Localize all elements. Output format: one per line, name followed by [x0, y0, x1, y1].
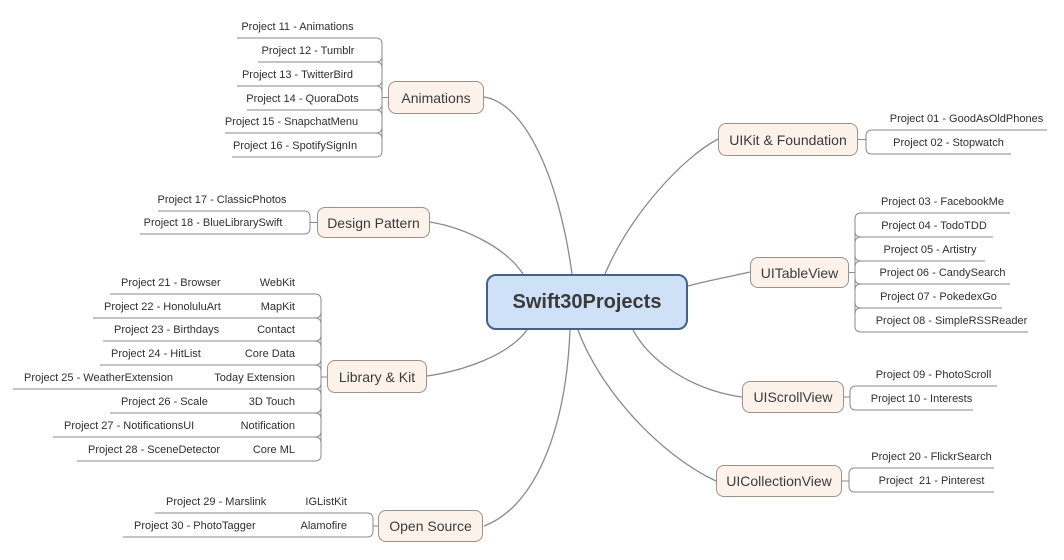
leaf-project-05[interactable]: Project 05 - Artistry [861, 240, 985, 260]
leaf-project-20[interactable]: Project 20 - FlickrSearch [855, 447, 994, 467]
leaf-tag: Core ML [252, 444, 295, 456]
leaf-project-24[interactable]: Project 24 - HitList Core Data [100, 344, 315, 364]
branch-node-design-pattern[interactable]: Design Pattern [317, 207, 430, 238]
bracket-uitableview [849, 212, 1028, 333]
leaf-label: Project 01 - GoodAsOldPhones [889, 113, 1044, 125]
leaf-project-07[interactable]: Project 07 - PokedexGo [861, 287, 1002, 307]
leaf-project-15[interactable]: Project 15 - SnapchatMenu [225, 112, 376, 132]
leaf-project-11[interactable]: Project 11 - Animations [237, 17, 376, 37]
leaf-label: Project 23 - Birthdays [114, 324, 220, 336]
leaf-project-09[interactable]: Project 09 - PhotoScroll [856, 365, 997, 385]
leaf-label: Project 13 - TwitterBird [241, 69, 354, 81]
branch-node-uikit-foundation[interactable]: UIKit & Foundation [718, 123, 858, 156]
leaf-tag: Today Extension [214, 372, 295, 384]
branch-label: Open Source [389, 518, 472, 534]
leaf-project-03[interactable]: Project 03 - FacebookMe [861, 192, 1010, 212]
leaf-project-18[interactable]: Project 18 - BlueLibrarySwift [140, 213, 304, 233]
leaf-label: Project 12 - Tumblr [261, 45, 355, 57]
branch-node-uiscrollview[interactable]: UIScrollView [742, 381, 844, 413]
leaf-label: Project 10 - Interests [870, 393, 973, 405]
bracket-design-pattern [140, 210, 317, 235]
branch-label: UIKit & Foundation [729, 131, 847, 148]
leaf-label: Project 16 - SpotifySignIn [232, 140, 358, 152]
leaf-label: Project 11 - Animations [241, 21, 354, 33]
leaf-label: Project 24 - HitList [111, 348, 201, 360]
leaf-label: Project 14 - QuoraDots [246, 93, 359, 105]
branch-node-animations[interactable]: Animations [388, 81, 484, 114]
central-topic-label: Swift30Projects [512, 290, 662, 313]
branch-label: UIScrollView [753, 389, 833, 405]
branch-label: Design Pattern [327, 214, 420, 231]
leaf-label: Project 29 - Marslink [166, 496, 267, 508]
branch-label: UITableView [760, 264, 839, 281]
leaf-project-23[interactable]: Project 23 - Birthdays Contact [103, 320, 315, 340]
branch-label: Animations [401, 89, 471, 106]
leaf-project-10[interactable]: Project 10 - Interests [856, 389, 973, 409]
leaf-tag: MapKit [260, 301, 295, 313]
leaf-project-17[interactable]: Project 17 - ClassicPhotos [158, 190, 304, 210]
leaf-project-08[interactable]: Project 08 - SimpleRSSReader [861, 311, 1028, 331]
leaf-label: Project 04 - TodoTDD [881, 220, 987, 232]
bracket-open-source [123, 512, 378, 538]
branch-label: UICollectionView [726, 473, 832, 489]
leaf-tag: Core Data [244, 348, 295, 360]
leaf-label: Project 21 - Browser [121, 277, 221, 289]
leaf-project-04[interactable]: Project 04 - TodoTDD [861, 216, 993, 236]
leaf-project-29[interactable]: Project 29 - Marslink IGListKit [155, 492, 367, 512]
center-branch-curves [426, 96, 751, 527]
leaf-project-21-pinterest[interactable]: Project 21 - Pinterest [855, 471, 994, 491]
leaf-project-14[interactable]: Project 14 - QuoraDots [246, 89, 376, 109]
leaf-tag: Alamofire [300, 520, 347, 532]
leaf-label: Project 27 - NotificationsUI [64, 420, 195, 432]
leaf-label: Project 25 - WeatherExtension [24, 372, 173, 384]
leaf-label: Project 22 - HonoluluArt [104, 301, 221, 313]
bracket-uiscrollview [844, 385, 997, 411]
leaf-label: Project 06 - CandySearch [879, 267, 1006, 279]
leaf-label: Project 05 - Artistry [883, 244, 977, 256]
leaf-tag: WebKit [259, 277, 295, 289]
leaf-project-06[interactable]: Project 06 - CandySearch [861, 263, 1010, 283]
leaf-tag: Contact [257, 324, 295, 336]
leaf-label: Project 26 - Scale [121, 396, 208, 408]
leaf-label: Project 03 - FacebookMe [881, 196, 1004, 208]
leaf-project-12[interactable]: Project 12 - Tumblr [258, 41, 376, 61]
leaf-project-25[interactable]: Project 25 - WeatherExtension Today Exten… [13, 368, 315, 388]
branch-node-uicollectionview[interactable]: UICollectionView [716, 465, 842, 497]
leaf-label: Project 08 - SimpleRSSReader [875, 315, 1028, 327]
bracket-animations [225, 37, 388, 158]
leaf-tag: IGListKit [305, 496, 347, 508]
bracket-uicollectionview [842, 467, 994, 493]
branch-label: Library & Kit [338, 368, 416, 385]
leaf-project-01[interactable]: Project 01 - GoodAsOldPhones [872, 109, 1047, 129]
leaf-project-22[interactable]: Project 22 - HonoluluArt MapKit [93, 297, 315, 317]
branch-node-uitableview[interactable]: UITableView [750, 257, 849, 288]
branch-node-open-source[interactable]: Open Source [378, 510, 483, 542]
leaf-tag: 3D Touch [248, 396, 295, 408]
bracket-uikit-foundation [858, 129, 1047, 155]
leaf-label: Project 09 - PhotoScroll [875, 369, 992, 381]
central-topic-node[interactable]: Swift30Projects [486, 274, 688, 330]
leaf-project-30[interactable]: Project 30 - PhotoTagger Alamofire [123, 516, 367, 536]
leaf-project-28[interactable]: Project 28 - SceneDetector Core ML [77, 440, 315, 460]
leaf-project-16[interactable]: Project 16 - SpotifySignIn [232, 136, 376, 156]
leaf-project-21[interactable]: Project 21 - Browser WebKit [110, 273, 315, 293]
leaf-label: Project 30 - PhotoTagger [134, 520, 256, 532]
leaf-label: Project 17 - ClassicPhotos [157, 194, 287, 206]
leaf-label: Project 15 - SnapchatMenu [224, 116, 359, 128]
bracket-library-kit [13, 293, 327, 462]
leaf-label: Project 02 - Stopwatch [893, 137, 1004, 149]
leaf-label: Project 20 - FlickrSearch [871, 451, 992, 463]
leaf-project-13[interactable]: Project 13 - TwitterBird [237, 65, 376, 85]
leaf-label: Project 07 - PokedexGo [880, 291, 997, 303]
leaf-project-26[interactable]: Project 26 - Scale 3D Touch [110, 392, 315, 412]
branch-node-library-kit[interactable]: Library & Kit [327, 360, 427, 393]
leaf-tag: Notification [240, 420, 295, 432]
leaf-label: Project 28 - SceneDetector [88, 444, 221, 456]
leaf-project-27[interactable]: Project 27 - NotificationsUI Notification [53, 416, 315, 436]
leaf-label: Project 18 - BlueLibrarySwift [143, 217, 283, 229]
leaf-label: Project 21 - Pinterest [878, 475, 985, 487]
leaf-project-02[interactable]: Project 02 - Stopwatch [872, 133, 1011, 153]
